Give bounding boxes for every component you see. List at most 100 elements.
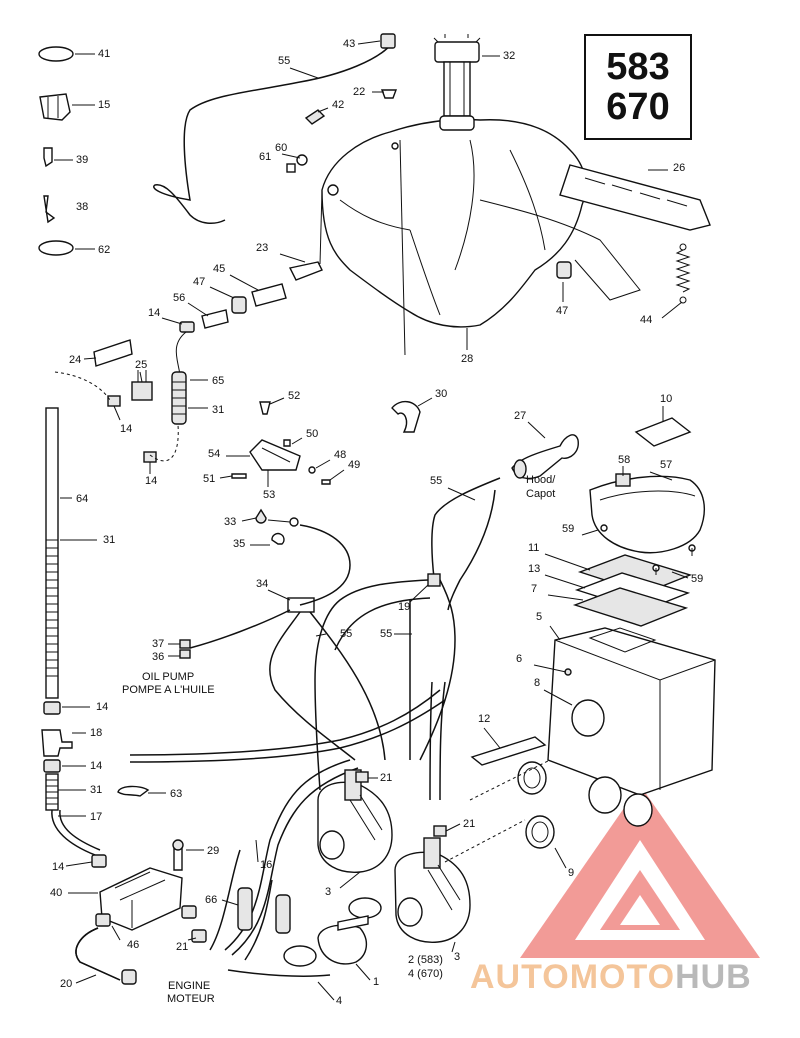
callout-leader: [445, 823, 461, 832]
callout-number: 11: [528, 542, 539, 554]
callout-number: 40: [50, 887, 62, 899]
bellows-66a: [237, 887, 253, 931]
callout-41: 41: [75, 48, 110, 60]
callout-22: 22: [353, 86, 384, 98]
callout-number: 3: [454, 951, 460, 963]
callout-13: 13: [528, 563, 586, 589]
spring: [675, 243, 691, 304]
callout-leader: [357, 40, 381, 45]
callout-number: 4: [336, 995, 342, 1007]
callout-number: 50: [306, 428, 318, 440]
throttle-parts: [231, 401, 331, 485]
callout-number: 8: [534, 677, 540, 689]
callout-20: 20: [60, 974, 97, 990]
callout-leader: [417, 397, 433, 407]
callout-number: 26: [673, 162, 685, 174]
callout-leader: [289, 67, 319, 79]
fuel-lines: [314, 477, 501, 801]
callout-number: 1: [373, 976, 379, 988]
callout-number: 33: [224, 516, 236, 528]
long-hose-left: [41, 407, 101, 856]
callout-number: 64: [76, 493, 88, 505]
callout-6: 6: [516, 653, 567, 673]
bellows-66b: [275, 894, 291, 934]
callout-number: 7: [531, 583, 537, 595]
callout-14: 14: [52, 861, 93, 873]
callout-60: 60: [275, 142, 301, 159]
callout-38: 38: [76, 201, 88, 213]
callout-leader: [483, 727, 501, 749]
callout-number: 27: [514, 410, 526, 422]
callout-64: 64: [60, 493, 88, 505]
callout-31: 31: [188, 404, 224, 416]
callout-25: 25: [135, 359, 147, 383]
callout-17: 17: [58, 811, 102, 823]
callout-49: 49: [329, 459, 360, 481]
watermark-part-1: AUTOMOTO: [470, 958, 676, 996]
callout-leader: [329, 469, 345, 481]
engine-label-en: ENGINE: [168, 980, 210, 992]
callout-number: 54: [208, 448, 220, 460]
callout-52: 52: [269, 390, 300, 405]
hood-fitting: [511, 434, 579, 480]
callout-47: 47: [193, 276, 235, 299]
callout-5: 5: [536, 611, 561, 641]
seals: [517, 761, 555, 849]
callout-leader: [113, 405, 121, 421]
callout-27: 27: [514, 410, 546, 439]
callout-number: 37: [152, 638, 164, 650]
callout-leader: [241, 517, 257, 522]
callout-37: 37: [152, 638, 180, 650]
callout-leader: [649, 471, 673, 481]
callout-number: 65: [212, 375, 224, 387]
callout-46: 46: [111, 925, 139, 951]
callout-leader: [544, 574, 586, 589]
callout-23: 23: [256, 242, 306, 263]
callout-leader: [315, 459, 331, 469]
callout-leader: [317, 107, 329, 113]
callout-number: 30: [435, 388, 447, 400]
callout-1: 1: [355, 963, 379, 988]
callout-leader: [355, 963, 371, 981]
callout-number: 3: [325, 886, 331, 898]
callout-number: 55: [340, 628, 352, 640]
callout-number: 52: [288, 390, 300, 402]
callout-55: 55: [278, 55, 319, 79]
oil-pump-label-en: OIL PUMP: [142, 671, 194, 683]
callout-leader: [409, 584, 429, 603]
primer-assembly: [54, 370, 187, 463]
callout-10: 10: [660, 393, 672, 422]
callout-59: 59: [562, 523, 599, 536]
callout-14: 14: [148, 307, 183, 325]
callout-number: 21: [176, 941, 188, 953]
small-parts-top: [286, 33, 398, 173]
callout-leader: [671, 571, 689, 579]
decal-24: [93, 339, 133, 367]
callout-63: 63: [148, 788, 182, 800]
callout-number: 24: [69, 354, 81, 366]
callout-number: 55: [430, 475, 442, 487]
callout-31: 31: [60, 534, 115, 546]
callout-8: 8: [534, 677, 573, 706]
callout-50: 50: [291, 428, 318, 445]
callout-number: 16: [260, 859, 272, 871]
callout-number: 62: [98, 244, 110, 256]
callout-4: 4: [317, 981, 342, 1007]
callout-leader: [547, 594, 584, 601]
callout-number: 51: [203, 473, 215, 485]
vent-hose-top: [153, 41, 394, 225]
callout-number: 57: [660, 459, 672, 471]
clips-left: [38, 46, 74, 256]
callout-leader: [219, 475, 233, 479]
callout-number: 63: [170, 788, 182, 800]
callout-number: 56: [173, 292, 185, 304]
model-583: 583: [606, 46, 670, 88]
watermark-logo: [520, 785, 760, 958]
callout-44: 44: [640, 301, 683, 326]
carb-670-label: 4 (670): [408, 968, 443, 980]
callout-leader: [255, 839, 259, 863]
callout-number: 47: [556, 305, 568, 317]
callout-57: 57: [649, 459, 673, 481]
